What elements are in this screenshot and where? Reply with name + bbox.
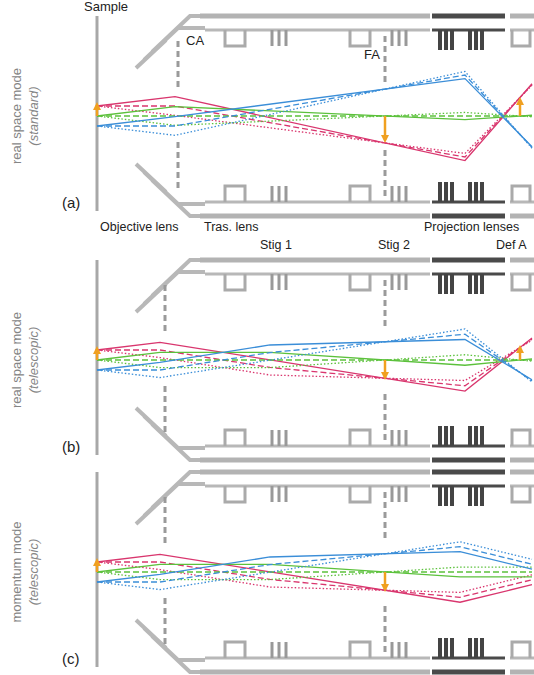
electron-ray <box>97 85 532 157</box>
column-housing <box>97 260 534 460</box>
electron-ray <box>97 79 532 147</box>
image-arrow <box>384 572 387 589</box>
aperture-label: FA <box>362 48 382 63</box>
component-label: Objective lens <box>100 220 179 234</box>
object-arrow <box>96 349 99 360</box>
electron-ray <box>97 564 532 576</box>
electron-ray <box>97 329 532 382</box>
electron-ray <box>97 115 532 116</box>
mode-label: real space mode <box>10 68 25 164</box>
sample-label: Sample <box>84 0 128 15</box>
component-label: Stig 2 <box>378 238 410 252</box>
electron-ray <box>97 562 532 592</box>
mode-label: (telescopic) <box>27 327 42 393</box>
electron-ray <box>97 340 532 380</box>
electron-ray <box>97 359 532 360</box>
aperture-label: CA <box>184 34 206 49</box>
electron-ray <box>97 554 532 602</box>
electron-ray <box>97 352 532 365</box>
panel-letter: (b) <box>62 438 80 455</box>
panel-a <box>97 16 534 216</box>
electron-ray <box>97 542 532 590</box>
panel-letter: (c) <box>62 650 80 667</box>
electron-ray <box>97 75 532 147</box>
electron-ray <box>97 84 532 161</box>
component-label: Stig 1 <box>260 238 292 252</box>
object-arrow <box>96 105 99 116</box>
component-label: Projection lenses <box>424 220 519 234</box>
mode-label: (standard) <box>27 86 42 145</box>
electron-ray <box>97 339 532 386</box>
panel-b <box>97 260 534 460</box>
mode-label: (telescopic) <box>27 539 42 605</box>
electron-ray <box>97 338 532 391</box>
electron-ray <box>97 571 532 572</box>
electron-ray <box>97 334 532 381</box>
panel-b-arrows <box>97 348 520 377</box>
mode-label: real space mode <box>10 312 25 408</box>
electron-ray <box>97 355 532 368</box>
panel-c <box>97 472 534 672</box>
component-label: Tras. lens <box>204 220 258 234</box>
electron-ray <box>97 552 532 582</box>
electron-ray <box>97 567 532 579</box>
column-housing <box>97 472 534 672</box>
image-arrow <box>519 348 522 360</box>
image-arrow <box>384 116 387 140</box>
panel-c-arrows <box>97 561 385 589</box>
electron-ray <box>97 339 532 379</box>
electron-ray <box>97 562 532 597</box>
panel-letter: (a) <box>62 194 80 211</box>
image-arrow <box>384 360 387 377</box>
electron-ray <box>97 547 532 582</box>
image-arrows <box>97 100 520 589</box>
electron-ray <box>97 85 532 153</box>
ray-bundles <box>97 71 532 602</box>
panel-a-arrows <box>97 100 520 140</box>
column-housing <box>97 16 534 216</box>
electron-ray <box>97 71 532 148</box>
image-arrow <box>519 100 522 116</box>
electron-ray <box>97 112 532 125</box>
object-arrow <box>96 561 99 572</box>
mode-label: momentum mode <box>10 521 25 622</box>
component-label: Def A <box>496 238 527 252</box>
